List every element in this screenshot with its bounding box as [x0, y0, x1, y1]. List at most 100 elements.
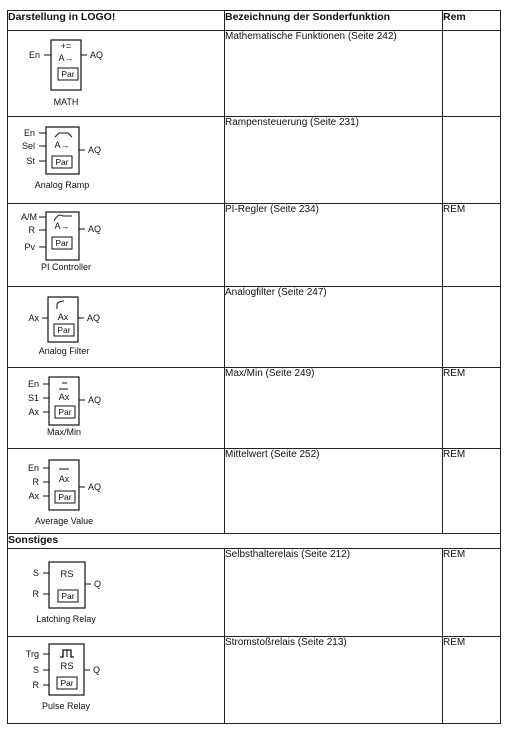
- table-row: Ax Ax Par AQ Analog Filter Analogfilter …: [7, 286, 501, 368]
- table-row: S R RS Par Q Latching Relay Selbsthalter…: [7, 548, 501, 637]
- pulse-block-symbol: Trg S R RS Par Q Pulse Relay: [26, 643, 100, 711]
- pi-input-pv: Pv: [24, 242, 35, 252]
- avg-function-desc: Mittelwert (Seite 252): [224, 448, 443, 534]
- filter-rem: [442, 286, 501, 368]
- math-function-desc: Mathematische Funktionen (Seite 242): [224, 30, 443, 117]
- pulse-block-name: Pulse Relay: [42, 701, 91, 711]
- pulse-input-r: R: [33, 680, 40, 690]
- latch-input-r: R: [33, 589, 40, 599]
- filter-par-label: Par: [57, 325, 70, 335]
- pulse-output-label: Q: [93, 665, 100, 675]
- pi-symbol-cell: A/M R Pv A→ Par AQ PI Controller: [7, 203, 225, 287]
- pulse-par-label: Par: [60, 678, 73, 688]
- pulse-rem: REM: [442, 636, 501, 724]
- ramp-curve-icon: [54, 132, 73, 138]
- table-row: En Sel St A→ Par AQ Analog Ramp Rampenst…: [7, 116, 501, 204]
- section-row: Sonstiges: [7, 533, 501, 549]
- filter-symbol-mid: Ax: [58, 312, 69, 322]
- avg-input-en: En: [28, 463, 39, 473]
- ramp-symbol-mid: A→: [54, 140, 69, 150]
- ramp-block-name: Analog Ramp: [35, 180, 90, 190]
- pulse-symbol-mid: RS: [60, 661, 73, 672]
- avg-block-name: Average Value: [35, 516, 93, 526]
- maxmin-symbol-cell: En S1 Ax Ax Par AQ Max/Min: [7, 367, 225, 449]
- filter-block-symbol: Ax Ax Par AQ Analog Filter: [28, 296, 100, 356]
- filter-curve-icon: [56, 300, 65, 309]
- avg-par-label: Par: [58, 492, 71, 502]
- avg-input-ax: Ax: [28, 491, 39, 501]
- avg-block-symbol: En R Ax Ax Par AQ Average Value: [28, 459, 101, 526]
- header-row: Darstellung in LOGO! Bezeichnung der Son…: [7, 10, 501, 31]
- header-rem: Rem: [442, 10, 501, 31]
- math-block-symbol: En += A→ Par AQ MATH: [29, 39, 103, 107]
- avg-output-label: AQ: [88, 482, 101, 492]
- pi-block-symbol: A/M R Pv A→ Par AQ PI Controller: [21, 211, 101, 272]
- latch-par-label: Par: [61, 591, 74, 601]
- maxmin-function-desc: Max/Min (Seite 249): [224, 367, 443, 449]
- section-label-sonstiges: Sonstiges: [7, 533, 501, 549]
- maxmin-input-ax: Ax: [28, 407, 39, 417]
- pi-curve-icon: [53, 214, 72, 222]
- pi-output-label: AQ: [88, 224, 101, 234]
- math-block-name: MATH: [54, 97, 79, 107]
- avg-input-r: R: [33, 477, 40, 487]
- table-row: En += A→ Par AQ MATH Mathematische Funkt…: [7, 30, 501, 117]
- maxmin-symbol-mid: Ax: [59, 392, 70, 402]
- pulse-input-s: S: [33, 665, 39, 675]
- filter-symbol-cell: Ax Ax Par AQ Analog Filter: [7, 286, 225, 368]
- math-output-label: AQ: [90, 50, 103, 60]
- ramp-input-en: En: [24, 128, 35, 138]
- pi-rem: REM: [442, 203, 501, 287]
- pulse-input-trg: Trg: [26, 649, 39, 659]
- header-function-name: Bezeichnung der Sonderfunktion: [224, 10, 443, 31]
- pi-symbol-mid: A→: [54, 221, 69, 231]
- maxmin-input-s1: S1: [28, 393, 39, 403]
- maxmin-input-en: En: [28, 379, 39, 389]
- table-row: A/M R Pv A→ Par AQ PI Controller PI-Regl…: [7, 203, 501, 287]
- latch-block-symbol: S R RS Par Q Latching Relay: [33, 561, 101, 624]
- pi-function-desc: PI-Regler (Seite 234): [224, 203, 443, 287]
- maxmin-output-label: AQ: [88, 395, 101, 405]
- ramp-par-label: Par: [55, 157, 68, 167]
- pi-input-am: A/M: [21, 212, 37, 222]
- pulse-symbol-cell: Trg S R RS Par Q Pulse Relay: [7, 636, 225, 724]
- filter-function-desc: Analogfilter (Seite 247): [224, 286, 443, 368]
- maxmin-rem: REM: [442, 367, 501, 449]
- ramp-function-desc: Rampensteuerung (Seite 231): [224, 116, 443, 204]
- avg-symbol-mid: Ax: [59, 474, 70, 484]
- maxmin-block-symbol: En S1 Ax Ax Par AQ Max/Min: [28, 376, 101, 437]
- ramp-input-sel: Sel: [22, 141, 35, 151]
- latch-output-label: Q: [94, 579, 101, 589]
- table-row: En S1 Ax Ax Par AQ Max/Min Max/Min (Seit…: [7, 367, 501, 449]
- ramp-output-label: AQ: [88, 145, 101, 155]
- pulse-function-desc: Stromstoßrelais (Seite 213): [224, 636, 443, 724]
- ramp-block-symbol: En Sel St A→ Par AQ Analog Ramp: [22, 126, 101, 190]
- latch-block-name: Latching Relay: [36, 614, 96, 624]
- ramp-symbol-cell: En Sel St A→ Par AQ Analog Ramp: [7, 116, 225, 204]
- filter-output-label: AQ: [87, 313, 100, 323]
- table-row: En R Ax Ax Par AQ Average Value Mittelwe…: [7, 448, 501, 534]
- ramp-input-st: St: [26, 156, 35, 166]
- latch-symbol-mid: RS: [60, 569, 73, 580]
- pi-par-label: Par: [55, 238, 68, 248]
- math-par-label: Par: [61, 69, 74, 79]
- math-symbol-mid: A→: [58, 53, 73, 63]
- math-symbol-cell: En += A→ Par AQ MATH: [7, 30, 225, 117]
- math-rem: [442, 30, 501, 117]
- math-symbol-top: +=: [61, 41, 72, 51]
- avg-rem: REM: [442, 448, 501, 534]
- avg-symbol-cell: En R Ax Ax Par AQ Average Value: [7, 448, 225, 534]
- maxmin-par-label: Par: [58, 407, 71, 417]
- math-input-label: En: [29, 50, 40, 60]
- table-row: Trg S R RS Par Q Pulse Relay Stromstoßre…: [7, 636, 501, 724]
- filter-input-ax: Ax: [28, 313, 39, 323]
- latch-rem: REM: [442, 548, 501, 637]
- pi-block-name: PI Controller: [41, 262, 91, 272]
- ramp-rem: [442, 116, 501, 204]
- latch-function-desc: Selbsthalterelais (Seite 212): [224, 548, 443, 637]
- header-representation: Darstellung in LOGO!: [7, 10, 225, 31]
- special-functions-table: Darstellung in LOGO! Bezeichnung der Son…: [7, 10, 501, 724]
- maxmin-block-name: Max/Min: [47, 427, 81, 437]
- filter-block-name: Analog Filter: [39, 346, 90, 356]
- pi-input-r: R: [29, 225, 36, 235]
